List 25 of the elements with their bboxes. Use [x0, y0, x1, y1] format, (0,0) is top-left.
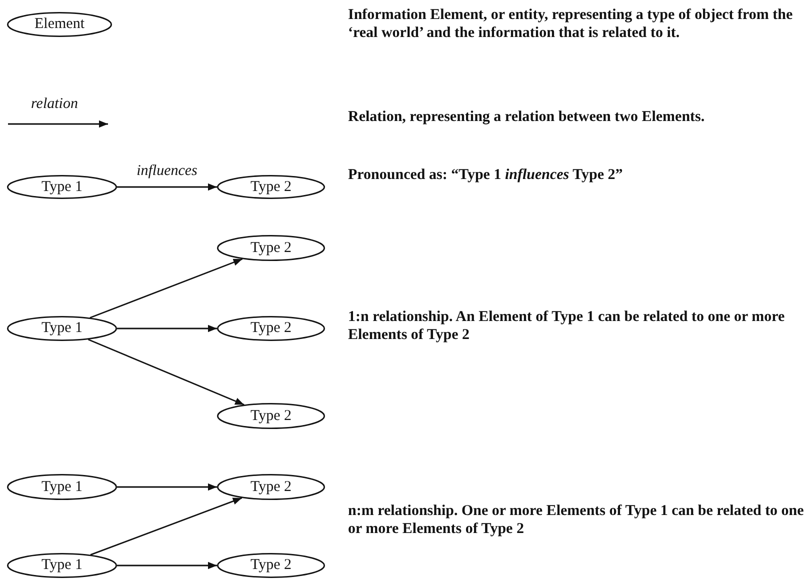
entity-ellipse: Type 2	[217, 235, 325, 261]
arrow	[117, 483, 217, 491]
entity-ellipse: Type 2	[217, 474, 325, 500]
arrow	[88, 338, 244, 406]
legend-label: relation	[31, 96, 78, 113]
arrow	[117, 562, 217, 570]
arrow	[90, 258, 243, 318]
arrow	[117, 324, 217, 332]
entity-ellipse: Element	[7, 12, 112, 37]
entity-ellipse: Type 1	[7, 316, 117, 341]
arrow	[117, 183, 217, 191]
description-text: Relation, representing a relation between two Elements.	[348, 108, 706, 126]
entity-ellipse: Type 1	[7, 175, 117, 199]
description-text: Pronounced as: “Type 1 influences Type 2”	[348, 166, 624, 184]
edge-label: influences	[134, 163, 200, 180]
entity-ellipse: Type 2	[217, 316, 325, 341]
description-text: Information Element, or entity, representing a type of object from the ‘real world’ and the information that is related to it.	[348, 6, 794, 42]
entity-ellipse: Type 1	[7, 553, 117, 578]
entity-ellipse: Type 1	[7, 474, 117, 500]
arrow	[90, 497, 242, 556]
entity-ellipse: Type 2	[217, 553, 325, 578]
description-text: 1:n relationship. An Element of Type 1 can be related to one or more Elements of Type 2	[348, 308, 786, 344]
entity-ellipse: Type 2	[217, 175, 325, 199]
entity-ellipse: Type 2	[217, 403, 325, 429]
description-text: n:m relationship. One or more Elements of Type 1 can be related to one or more Elements of Type 2	[348, 502, 805, 538]
